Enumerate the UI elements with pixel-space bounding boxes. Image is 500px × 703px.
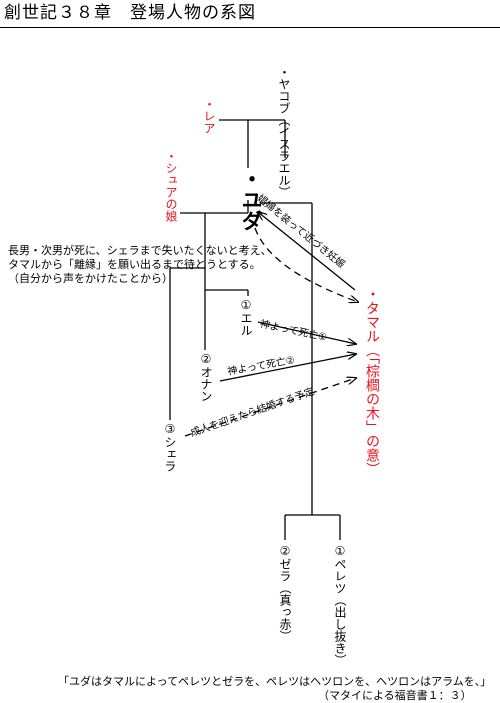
person-shelah: ③シェラ	[163, 422, 177, 472]
person-onan: ②オナン	[199, 352, 213, 402]
er-death-arrow	[257, 321, 356, 344]
person-jacob: ・ヤコブ（イスラエル）	[277, 66, 291, 198]
scripture-quote: 「ユダはタマルによってペレツとゼラを、ペレツはヘツロンを、ヘツロンはアラムを、」	[58, 675, 492, 688]
page-title: 創世記３８章 登場人物の系図	[4, 3, 256, 23]
judah-note-line3: （自分から声をかけたことから）	[8, 272, 173, 285]
judah-note-line1: 長男・次男が死に、シェラまで失いたくないと考え、	[8, 244, 272, 257]
shelah-plan-arrow	[184, 378, 356, 437]
person-shua-daughter: ・シュアの娘	[164, 150, 178, 222]
person-judah: ・ユダ	[239, 168, 263, 231]
scripture-citation: （マタイによる福音書１：３）	[318, 689, 472, 702]
title-underline	[0, 27, 500, 28]
onan-death-arrow	[219, 354, 356, 382]
tamar-to-judah-arrow	[258, 212, 356, 291]
person-tamar: ・タマル（「棕櫚の木」の意）	[364, 287, 380, 476]
person-perez: ①ペレツ（出し抜き）	[333, 544, 347, 666]
person-er: ①エル	[239, 298, 253, 336]
judah-note-line2: タマルから「離縁」を願い出るまで待とうとする。	[8, 258, 261, 271]
person-leah: ・レア	[202, 98, 216, 134]
judah-to-tamar-dashed-arrow	[254, 227, 358, 302]
person-zerah: ②ゼラ（真っ赤）	[278, 544, 292, 642]
